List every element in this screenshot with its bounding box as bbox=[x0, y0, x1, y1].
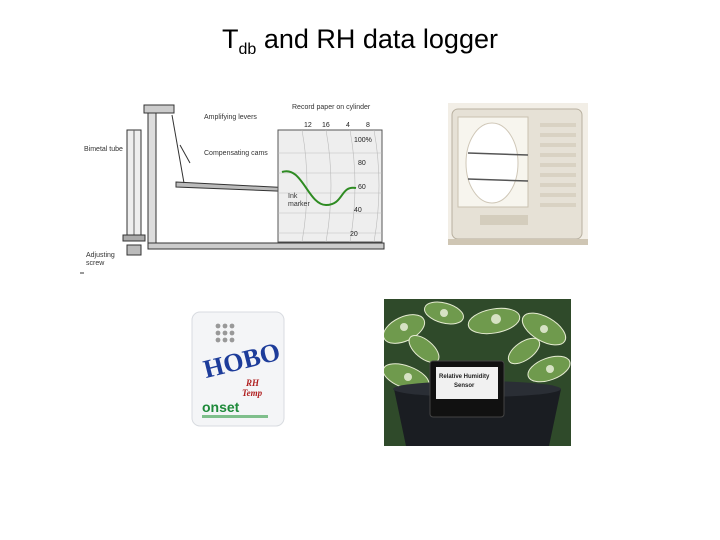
title-main: T bbox=[222, 24, 239, 54]
hobo-logger-photo: HOBO RH Temp onset bbox=[190, 310, 286, 428]
label-adjusting-1: Adjusting bbox=[86, 252, 115, 259]
hygrograph-schematic: 100% 80 60 40 20 12 16 4 8 Record paper … bbox=[80, 95, 390, 290]
label-ink-2: marker bbox=[288, 201, 310, 208]
label-record-cylinder: Record paper on cylinder bbox=[292, 104, 371, 111]
label-amplifying-levers: Amplifying levers bbox=[204, 114, 257, 121]
sensor-label-2: Sensor bbox=[454, 383, 475, 389]
label-bimetal: Bimetal tube bbox=[84, 146, 123, 153]
top-tick-3: 4 bbox=[346, 122, 350, 129]
hygrothermograph-photo bbox=[448, 103, 588, 245]
sensor-label-1: Relative Humidity bbox=[439, 374, 490, 380]
vent-holes-icon bbox=[215, 323, 235, 343]
scale-60: 60 bbox=[358, 184, 366, 191]
top-tick-2: 16 bbox=[322, 122, 330, 129]
scale-80: 80 bbox=[358, 160, 366, 167]
title-rest: and RH data logger bbox=[256, 24, 498, 54]
label-compensating-cams: Compensating cams bbox=[204, 150, 268, 157]
slide-title: Tdb and RH data logger bbox=[0, 24, 720, 59]
top-tick-1: 12 bbox=[304, 122, 312, 129]
title-subscript: db bbox=[238, 41, 257, 58]
scale-100: 100% bbox=[354, 137, 372, 144]
onset-logo: onset bbox=[202, 399, 240, 415]
scale-20: 20 bbox=[350, 231, 358, 238]
hobo-temp: Temp bbox=[242, 388, 263, 398]
plant-sensor-photo: Relative Humidity Sensor bbox=[384, 299, 571, 446]
scale-40: 40 bbox=[354, 207, 362, 214]
hobo-rh: RH bbox=[245, 378, 260, 388]
top-tick-4: 8 bbox=[366, 122, 370, 129]
label-ink-1: Ink bbox=[288, 193, 298, 200]
label-adjusting-2: screw bbox=[86, 260, 105, 267]
